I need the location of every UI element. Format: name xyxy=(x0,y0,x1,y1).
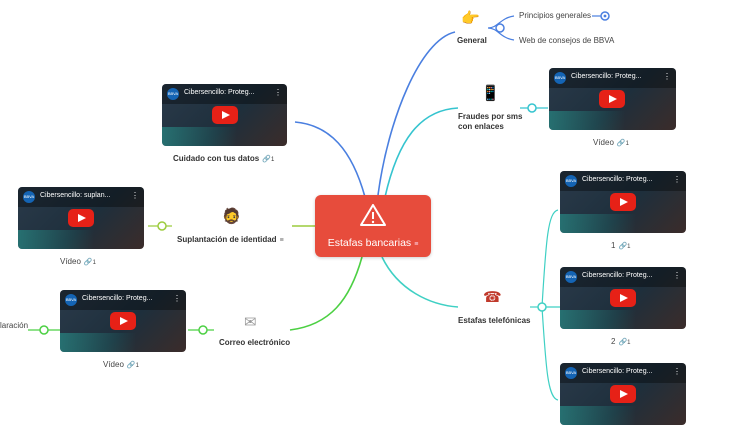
bbva-logo: BBVA xyxy=(167,88,179,100)
topic-suplantacion[interactable]: Suplantación de identidad≡ xyxy=(177,235,284,244)
video-menu-icon[interactable]: ⋮ xyxy=(673,367,681,376)
video-thumbnail-correo[interactable]: BBVA Cibersencillo: Proteg... ⋮ xyxy=(60,290,186,352)
central-topic-title: Estafas bancarias≡ xyxy=(327,237,419,249)
topic-fraudes-sms-line1[interactable]: Fraudes por sms xyxy=(458,112,523,121)
link-icon: 🔗 xyxy=(618,339,628,346)
bbva-logo: BBVA xyxy=(65,294,77,306)
mobile-phone-icon: 📱 xyxy=(481,85,500,102)
link-icon: 🔗 xyxy=(618,243,628,250)
video-menu-icon[interactable]: ⋮ xyxy=(173,294,181,303)
connector-general-children xyxy=(487,15,515,41)
video-thumbnail-telefonicas-1[interactable]: BBVA Cibersencillo: Proteg... ⋮ xyxy=(560,171,686,233)
link-icon: 🔗 xyxy=(126,362,136,369)
video-thumbnail-telefonicas-3[interactable]: BBVA Cibersencillo: Proteg... ⋮ xyxy=(560,363,686,425)
collapse-node-declaracion[interactable] xyxy=(39,325,49,335)
video-menu-icon[interactable]: ⋮ xyxy=(673,175,681,184)
link-icon: 🔗 xyxy=(83,259,93,266)
topic-declaracion[interactable]: laración xyxy=(0,321,29,330)
bbva-logo: BBVA xyxy=(565,367,577,379)
video-thumbnail-cuidado[interactable]: BBVA Cibersencillo: Proteg... ⋮ xyxy=(162,84,287,146)
collapse-node-suplantacion[interactable] xyxy=(157,221,167,231)
note-icon: ≡ xyxy=(414,241,419,248)
bbva-logo: BBVA xyxy=(554,72,566,84)
video-title: Cibersencillo: suplan... xyxy=(40,192,111,199)
topic-cuidado-datos[interactable]: Cuidado con tus datos🔗1 xyxy=(173,154,275,163)
video-title: Cibersencillo: Proteg... xyxy=(82,295,153,302)
video-title: Cibersencillo: Proteg... xyxy=(582,272,653,279)
play-icon[interactable] xyxy=(610,385,636,403)
video-caption-correo: Vídeo🔗1 xyxy=(103,360,139,369)
video-menu-icon[interactable]: ⋮ xyxy=(673,271,681,280)
play-icon[interactable] xyxy=(599,90,625,108)
topic-general[interactable]: General xyxy=(457,36,487,45)
envelope-icon: ✉ xyxy=(244,314,257,331)
bbva-logo: BBVA xyxy=(565,271,577,283)
link-icon: 🔗 xyxy=(616,140,626,147)
video-caption-telefonicas-1: 1🔗1 xyxy=(611,241,631,250)
collapse-node-fraudes[interactable] xyxy=(527,103,537,113)
central-topic[interactable]: Estafas bancarias≡ xyxy=(315,195,431,257)
connector-cuidado xyxy=(294,121,366,198)
link-icon: 🔗 xyxy=(262,156,271,163)
pointing-hand-icon: 👉 xyxy=(461,10,480,27)
video-menu-icon[interactable]: ⋮ xyxy=(131,191,139,200)
video-title: Cibersencillo: Proteg... xyxy=(582,368,653,375)
play-icon[interactable] xyxy=(68,209,94,227)
connector-general xyxy=(377,31,456,196)
topic-principios-generales[interactable]: Principios generales xyxy=(519,11,592,20)
play-icon[interactable] xyxy=(610,289,636,307)
collapse-node-correo[interactable] xyxy=(198,325,208,335)
video-title: Cibersencillo: Proteg... xyxy=(184,89,255,96)
telephone-icon: ☎ xyxy=(483,289,502,306)
connector-correo xyxy=(289,256,363,331)
topic-correo[interactable]: Correo electrónico xyxy=(219,338,291,347)
video-title: Cibersencillo: Proteg... xyxy=(571,73,642,80)
video-thumbnail-fraudes[interactable]: BBVA Cibersencillo: Proteg... ⋮ xyxy=(549,68,676,130)
warning-icon xyxy=(360,204,386,226)
topic-telefonicas[interactable]: Estafas telefónicas xyxy=(458,316,531,325)
bbva-logo: BBVA xyxy=(23,191,35,203)
video-thumbnail-telefonicas-2[interactable]: BBVA Cibersencillo: Proteg... ⋮ xyxy=(560,267,686,329)
video-thumbnail-suplantacion[interactable]: BBVA Cibersencillo: suplan... ⋮ xyxy=(18,187,144,249)
connector-telefonicas xyxy=(381,256,459,308)
play-icon[interactable] xyxy=(212,106,238,124)
video-menu-icon[interactable]: ⋮ xyxy=(274,88,282,97)
topic-web-consejos[interactable]: Web de consejos de BBVA xyxy=(519,36,615,45)
video-caption-telefonicas-2: 2🔗1 xyxy=(611,337,631,346)
note-icon: ≡ xyxy=(279,237,284,244)
video-caption-suplantacion: Vídeo🔗1 xyxy=(60,257,96,266)
play-icon[interactable] xyxy=(610,193,636,211)
collapse-node-telefonicas[interactable] xyxy=(537,302,547,312)
play-icon[interactable] xyxy=(110,312,136,330)
connector-fraudes xyxy=(384,107,459,198)
person-face-icon: 🧔 xyxy=(222,208,241,225)
video-menu-icon[interactable]: ⋮ xyxy=(663,72,671,81)
topic-fraudes-sms-line2[interactable]: con enlaces xyxy=(458,122,504,131)
collapse-node-general[interactable] xyxy=(495,23,505,33)
video-title: Cibersencillo: Proteg... xyxy=(582,176,653,183)
bbva-logo: BBVA xyxy=(565,175,577,187)
video-caption-fraudes: Vídeo🔗1 xyxy=(593,138,629,147)
